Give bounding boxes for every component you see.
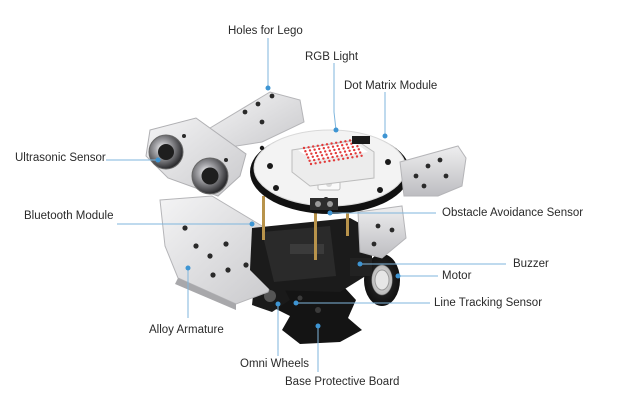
led-dot bbox=[327, 146, 330, 149]
led-dot bbox=[304, 150, 307, 153]
led-dot bbox=[309, 162, 313, 166]
obstacle-sensor-graphic bbox=[310, 198, 338, 210]
led-dot bbox=[308, 159, 311, 162]
led-dot bbox=[336, 155, 339, 158]
led-dot bbox=[359, 151, 362, 154]
label-rgb-light: RGB Light bbox=[305, 51, 359, 63]
led-dot bbox=[337, 158, 340, 161]
led-dot bbox=[334, 151, 337, 155]
led-dot bbox=[347, 146, 350, 149]
led-dot bbox=[314, 151, 318, 155]
led-dot bbox=[325, 143, 329, 146]
led-dot bbox=[342, 157, 345, 160]
led-dot bbox=[343, 150, 347, 153]
label-ultrasonic-sensor: Ultrasonic Sensor bbox=[15, 152, 106, 164]
led-dot bbox=[322, 147, 325, 150]
led-dot bbox=[350, 142, 353, 145]
led-dot bbox=[357, 148, 360, 151]
chassis-body-graphic bbox=[250, 196, 372, 292]
label-obstacle-avoidance-sensor: Obstacle Avoidance Sensor bbox=[442, 207, 584, 219]
led-dot bbox=[341, 144, 344, 147]
led-dot bbox=[351, 145, 354, 149]
led-dot bbox=[308, 149, 312, 152]
led-dot bbox=[320, 154, 324, 157]
led-dot bbox=[332, 159, 336, 162]
led-dot bbox=[333, 148, 336, 152]
right-lower-armature-graphic bbox=[357, 205, 407, 259]
led-dot bbox=[344, 140, 347, 143]
led-dot bbox=[311, 155, 314, 158]
led-dot bbox=[336, 144, 339, 148]
label-alloy-armature: Alloy Armature bbox=[149, 324, 224, 336]
led-dot bbox=[316, 154, 319, 158]
led-dot bbox=[326, 156, 330, 159]
led-dot bbox=[321, 143, 324, 147]
label-omni-wheels: Omni Wheels bbox=[240, 358, 310, 370]
led-dot bbox=[335, 141, 338, 144]
label-buzzer: Buzzer bbox=[513, 258, 549, 270]
led-dot bbox=[314, 162, 317, 165]
led-dot bbox=[339, 151, 342, 154]
led-dot bbox=[323, 160, 326, 163]
label-dot-matrix-module: Dot Matrix Module bbox=[344, 80, 438, 92]
motor-wheel-graphic bbox=[350, 254, 400, 306]
led-dot bbox=[360, 154, 363, 157]
led-dot bbox=[325, 153, 328, 156]
led-dot bbox=[345, 153, 348, 156]
led-dot bbox=[307, 156, 310, 159]
led-dot bbox=[324, 150, 327, 153]
led-dot bbox=[348, 139, 352, 142]
led-dot bbox=[355, 155, 359, 158]
led-dot bbox=[313, 158, 316, 162]
dot-matrix-module-graphic bbox=[291, 136, 375, 187]
led-dot bbox=[349, 152, 353, 156]
led-dot bbox=[342, 147, 345, 150]
led-dot bbox=[318, 147, 321, 151]
leader-lines bbox=[106, 38, 506, 372]
led-dot bbox=[319, 161, 322, 164]
label-line-tracking-sensor: Line Tracking Sensor bbox=[434, 297, 543, 309]
led-dot bbox=[319, 151, 322, 154]
led-dot bbox=[307, 146, 310, 149]
led-dot bbox=[328, 159, 331, 163]
led-dot bbox=[354, 152, 357, 155]
led-dot bbox=[345, 143, 348, 146]
led-dot bbox=[313, 148, 316, 151]
led-dot bbox=[330, 142, 333, 145]
label-base-protective-board: Base Protective Board bbox=[285, 376, 400, 388]
label-holes-for-lego: Holes for Lego bbox=[228, 25, 303, 37]
led-dot bbox=[316, 144, 319, 147]
label-bluetooth-module: Bluetooth Module bbox=[24, 210, 114, 222]
led-dot bbox=[312, 145, 315, 148]
base-protective-board-graphic bbox=[265, 282, 362, 344]
led-dot bbox=[331, 145, 335, 148]
led-dot bbox=[340, 154, 343, 157]
led-dot bbox=[353, 148, 356, 152]
led-dot bbox=[302, 146, 306, 150]
led-dot bbox=[305, 153, 308, 156]
led-dot bbox=[330, 152, 333, 155]
led-dot bbox=[348, 149, 351, 152]
led-dot bbox=[317, 158, 320, 161]
led-dot bbox=[328, 149, 331, 152]
led-dot bbox=[346, 156, 349, 160]
led-dot bbox=[331, 155, 334, 159]
right-upper-armature-graphic bbox=[399, 145, 467, 197]
label-motor: Motor bbox=[442, 270, 472, 282]
led-dot bbox=[337, 148, 341, 151]
led-dot bbox=[322, 157, 325, 160]
led-dot bbox=[310, 152, 313, 155]
led-dot bbox=[356, 145, 359, 148]
left-armature-graphic bbox=[159, 195, 277, 310]
led-dot bbox=[339, 140, 342, 144]
led-dot bbox=[351, 156, 354, 159]
